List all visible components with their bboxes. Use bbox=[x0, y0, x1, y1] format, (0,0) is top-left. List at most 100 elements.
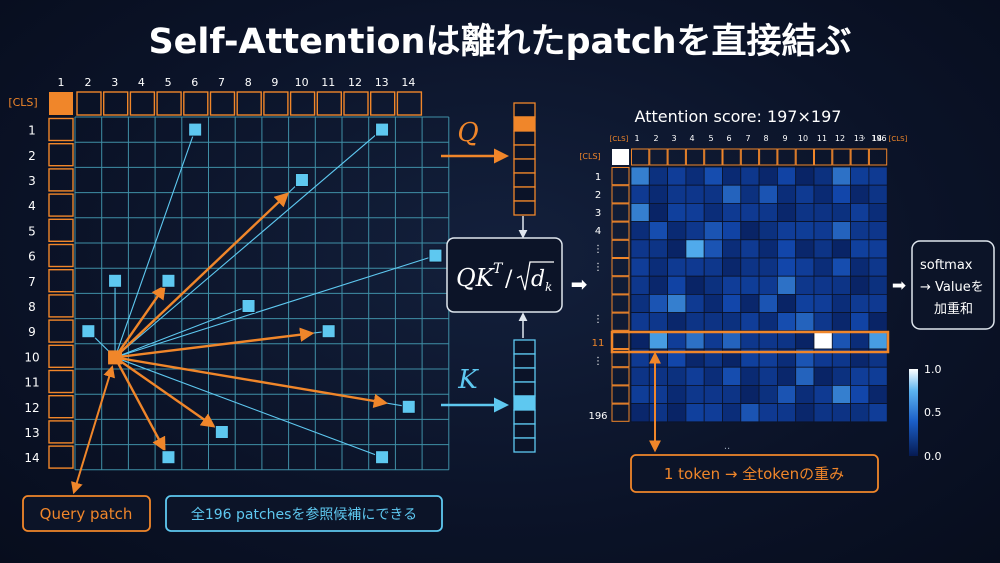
heat-cell bbox=[795, 330, 815, 350]
vector-cell bbox=[513, 353, 536, 369]
matrix-col-label: 14 bbox=[872, 134, 882, 143]
heat-cell bbox=[777, 221, 797, 241]
target-patch-14-12 bbox=[375, 450, 390, 465]
heat-cell bbox=[831, 184, 851, 204]
cls-col-cell bbox=[48, 445, 74, 469]
heat-cell bbox=[685, 275, 705, 295]
q-vector bbox=[513, 102, 536, 216]
matrix-header-cell bbox=[611, 349, 630, 368]
heat-cell bbox=[703, 239, 723, 259]
heat-cell bbox=[813, 293, 833, 313]
target-patch-1-5 bbox=[188, 122, 203, 137]
softmax-box bbox=[911, 240, 995, 330]
softmax-line-1: softmax bbox=[920, 258, 973, 273]
matrix-header-cell bbox=[611, 330, 630, 349]
matrix-header-cell bbox=[611, 367, 630, 386]
heat-cell bbox=[795, 202, 815, 222]
heat-cell bbox=[630, 239, 650, 259]
heat-cell bbox=[868, 330, 888, 350]
heat-cell bbox=[777, 257, 797, 277]
grid-row-label-3: 3 bbox=[28, 174, 36, 188]
k-label: K bbox=[457, 365, 479, 395]
matrix-col-label: 8 bbox=[763, 134, 768, 143]
matrix-header-cell bbox=[611, 185, 630, 204]
heat-cell bbox=[685, 403, 705, 423]
heat-cell bbox=[722, 202, 742, 222]
heat-cell bbox=[813, 166, 833, 186]
cls-col-cell bbox=[48, 319, 74, 343]
heat-cell bbox=[740, 221, 760, 241]
heat-cell bbox=[667, 384, 687, 404]
colorbar-min-label: 0.0 bbox=[924, 450, 942, 463]
heat-cell bbox=[703, 166, 723, 186]
heat-cell bbox=[703, 403, 723, 423]
heat-cell bbox=[831, 312, 851, 332]
grid-col-label-2: 2 bbox=[85, 76, 92, 89]
heat-cell bbox=[868, 312, 888, 332]
matrix-col-label: 13 bbox=[854, 134, 864, 143]
heat-cell bbox=[740, 184, 760, 204]
cls-col-cell bbox=[48, 243, 74, 268]
heat-cell bbox=[813, 366, 833, 386]
heat-cell bbox=[740, 366, 760, 386]
grid-col-label-14: 14 bbox=[401, 76, 415, 89]
cls-row-cell bbox=[370, 91, 396, 116]
matrix-header-cell bbox=[611, 294, 630, 313]
formula-sqrt-sign bbox=[516, 261, 554, 291]
heat-cell bbox=[813, 403, 833, 423]
heat-cell bbox=[630, 293, 650, 313]
matrix-row-label: 196 bbox=[588, 411, 607, 422]
heat-cell bbox=[795, 403, 815, 423]
matrix-header-cell bbox=[611, 203, 630, 222]
grid-col-label-4: 4 bbox=[138, 76, 145, 89]
heat-cell bbox=[850, 257, 870, 277]
heat-cell bbox=[630, 221, 650, 241]
heat-cell bbox=[630, 312, 650, 332]
heat-cell bbox=[868, 366, 888, 386]
cls-row-cell bbox=[316, 91, 342, 116]
heat-cell bbox=[685, 166, 705, 186]
heat-cell bbox=[740, 403, 760, 423]
heat-cell bbox=[667, 275, 687, 295]
matrix-to-softmax-arrow: ➡ bbox=[892, 276, 906, 296]
matrix-header-cell bbox=[722, 148, 741, 166]
grid-row-label-9: 9 bbox=[28, 325, 36, 339]
heat-cell bbox=[777, 239, 797, 259]
heat-cell bbox=[777, 166, 797, 186]
heat-cell bbox=[740, 312, 760, 332]
heat-cell bbox=[831, 202, 851, 222]
matrix-col-label: [CLS] bbox=[610, 135, 629, 143]
slide-title: Self-Attentionは離れたpatchを直接結ぶ bbox=[148, 22, 851, 62]
heat-cell bbox=[685, 202, 705, 222]
heat-cell bbox=[722, 257, 742, 277]
attention-link-cyan bbox=[114, 255, 436, 358]
heat-cell bbox=[758, 403, 778, 423]
matrix-col-label: 10 bbox=[798, 134, 808, 143]
target-patch-13-6 bbox=[214, 425, 229, 439]
heat-cell bbox=[685, 312, 705, 332]
matrix-row-label: 1 bbox=[595, 172, 601, 183]
matrix-row-label: ⋮ bbox=[593, 262, 603, 273]
heat-cell bbox=[722, 384, 742, 404]
heat-cell bbox=[667, 221, 687, 241]
heat-cell bbox=[685, 239, 705, 259]
token-caption-box bbox=[630, 454, 879, 493]
vector-cell bbox=[513, 409, 536, 425]
heat-cell bbox=[850, 293, 870, 313]
cls-row-cell bbox=[289, 91, 316, 116]
grid-row-label-13: 13 bbox=[24, 426, 39, 440]
heat-cell bbox=[648, 366, 668, 386]
cls-row-cell bbox=[396, 91, 423, 116]
grid-col-label-1: 1 bbox=[58, 76, 65, 89]
grid-row-label-11: 11 bbox=[24, 376, 39, 390]
heat-cell bbox=[831, 403, 851, 423]
heat-cell bbox=[667, 166, 687, 186]
matrix-row-label: 2 bbox=[595, 190, 601, 201]
cls-col-cell bbox=[48, 395, 74, 419]
heat-cell bbox=[758, 257, 778, 277]
heat-cell bbox=[758, 330, 778, 350]
heat-cell bbox=[758, 366, 778, 386]
grid-col-label-6: 6 bbox=[191, 76, 198, 89]
heat-cell bbox=[758, 312, 778, 332]
heat-cell bbox=[703, 330, 723, 350]
